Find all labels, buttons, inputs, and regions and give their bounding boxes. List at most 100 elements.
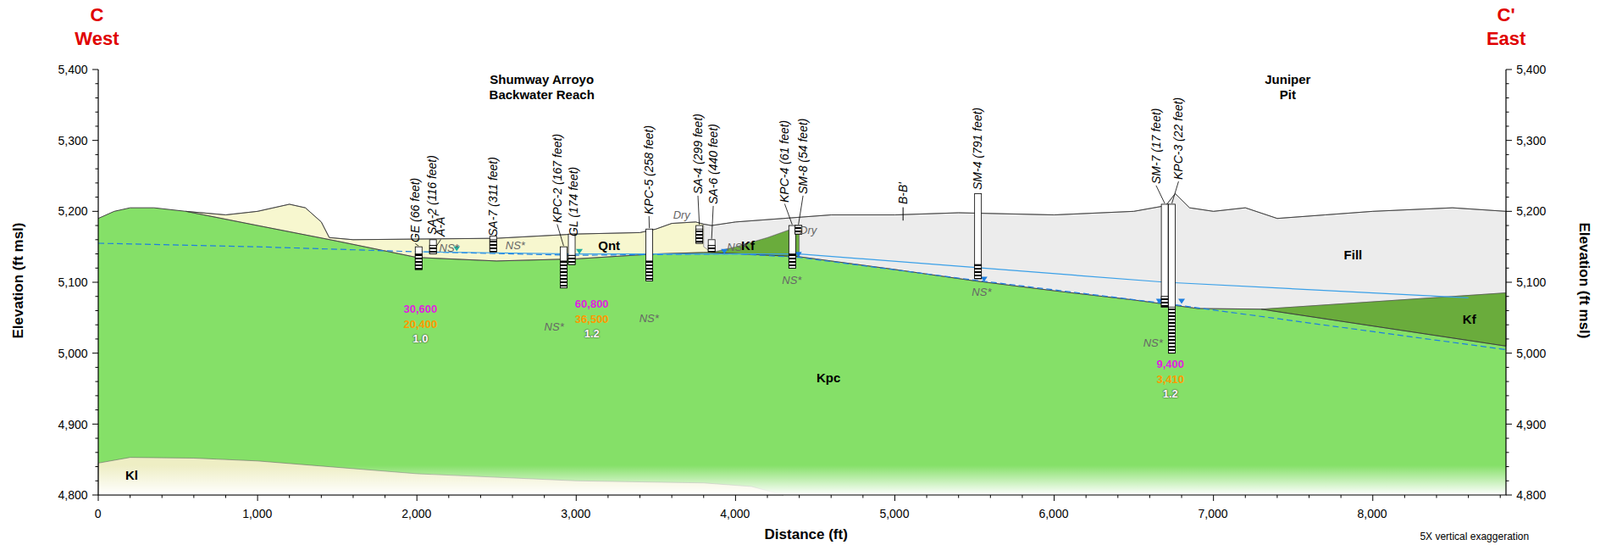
water-level-mark <box>1178 298 1185 304</box>
ratio-value: 1.0 <box>412 332 428 345</box>
leader-line <box>415 243 419 247</box>
water-level-mark <box>720 249 728 255</box>
water-level-solid <box>416 251 1468 298</box>
tick-label: 5,200 <box>58 204 89 218</box>
well-screen <box>415 254 422 270</box>
location-title: Shumway Arroyo Backwater Reach <box>482 71 602 102</box>
well-screen <box>568 254 576 265</box>
section-end-label: C <box>89 4 104 26</box>
well-screen <box>708 244 715 252</box>
note-label: NS* <box>971 285 992 299</box>
leader-line <box>557 224 565 247</box>
well-screen <box>696 228 704 244</box>
well-casing <box>974 193 982 278</box>
kpc-contact <box>185 210 1506 346</box>
tick-label: 2,000 <box>401 506 432 521</box>
water-level-marks <box>415 246 1185 305</box>
tick-label: 5,100 <box>1516 275 1546 289</box>
well-screen <box>559 260 567 288</box>
well-label: SM-7 (17 feet) <box>1149 107 1163 183</box>
ratio-value: 1.2 <box>584 326 600 340</box>
tick-label: 8,000 <box>1357 506 1388 521</box>
note-label: NS* <box>639 311 659 325</box>
well-screen <box>1161 296 1169 308</box>
well-label: SA-4 (299 feet) <box>691 113 705 194</box>
tick-label: 4,000 <box>719 506 750 521</box>
tick-label: 5,300 <box>1516 133 1546 148</box>
water-level-mark <box>575 249 583 255</box>
unit-label: Fill <box>1344 248 1363 263</box>
well-screen <box>974 264 982 279</box>
ratio-value: 1.2 <box>1162 387 1179 401</box>
concentration-value: 9,400 <box>1157 358 1185 371</box>
leader-line <box>784 204 792 226</box>
well-label: GL (174 feet) <box>566 166 581 237</box>
tick-label: 5,100 <box>58 275 89 289</box>
well-label: KPC-3 (22 feet) <box>1171 97 1185 180</box>
well-label: KPC-4 (61 feet) <box>777 119 792 202</box>
geology-units <box>98 193 1506 495</box>
tick-label: 7,000 <box>1197 506 1228 521</box>
concentration-value: 30,600 <box>403 303 438 316</box>
kf-unit <box>1261 293 1506 347</box>
well-casing <box>708 239 715 252</box>
leader-line <box>1156 185 1165 204</box>
well-label: GE (66 feet) <box>408 177 422 242</box>
well-casing <box>415 246 422 270</box>
axis-title: Distance (ft) <box>764 525 848 543</box>
note-label: NS* <box>544 320 565 333</box>
water-level-dashed <box>98 243 1506 350</box>
tick-label: 3,000 <box>560 506 591 521</box>
well-label: SA-7 (311 feet) <box>486 157 500 238</box>
leader-line <box>798 195 803 225</box>
tick-label: 5,200 <box>1516 204 1546 218</box>
well-casing <box>568 233 576 265</box>
well-screen <box>489 239 497 252</box>
tick-label: 5,400 <box>1516 62 1546 77</box>
axis-title: Elevation (ft msl) <box>1575 222 1593 339</box>
note-label: Dry <box>799 224 817 238</box>
well-screen <box>646 260 654 281</box>
ground-surface <box>98 193 1506 239</box>
scale-note: 5X vertical exaggeration <box>1419 531 1529 543</box>
tick-label: 4,900 <box>1516 417 1546 432</box>
well-casing <box>429 239 437 255</box>
unit-label: Kl <box>125 468 139 483</box>
water-level-mark <box>795 251 803 257</box>
unit-label: Qnt <box>597 238 621 254</box>
well-screen <box>429 244 437 254</box>
well-casing <box>559 246 567 288</box>
well-casing <box>489 236 497 252</box>
well-label: KPC-5 (258 feet) <box>642 125 656 215</box>
leader-line <box>697 195 700 225</box>
section-end-label: C' <box>1497 4 1516 26</box>
axes <box>92 69 1512 501</box>
leader-line <box>648 215 650 228</box>
well-casing <box>1161 204 1169 307</box>
concentration-value: 60,800 <box>575 298 609 311</box>
well-casing <box>1168 204 1176 354</box>
well-label: SM-4 (791 feet) <box>970 107 985 190</box>
well-label: B-B' <box>896 182 910 205</box>
unit-label: Kpc <box>816 370 841 385</box>
well-casing <box>646 228 654 281</box>
location-title: Juniper Pit <box>1257 71 1318 102</box>
depth-fade <box>98 465 1506 495</box>
well-label: KPC-2 (167 feet) <box>550 133 565 223</box>
note-label: NS* <box>505 239 526 253</box>
well-casing <box>788 225 796 268</box>
section-end-label: West <box>74 27 119 50</box>
note-label: Dry <box>673 209 691 222</box>
tick-label: 1,000 <box>242 506 272 521</box>
note-label: NS* <box>781 274 802 288</box>
well-screen <box>1168 306 1176 353</box>
well-label: SA-6 (440 feet) <box>706 123 720 205</box>
b-b-tick <box>902 207 904 222</box>
tick-label: 4,800 <box>58 487 89 502</box>
well-screen <box>788 254 796 269</box>
wells <box>415 181 1179 354</box>
concentration-value: 20,400 <box>403 318 438 332</box>
concentration-value: 36,500 <box>575 313 609 327</box>
tick-label: 5,000 <box>1516 346 1546 360</box>
